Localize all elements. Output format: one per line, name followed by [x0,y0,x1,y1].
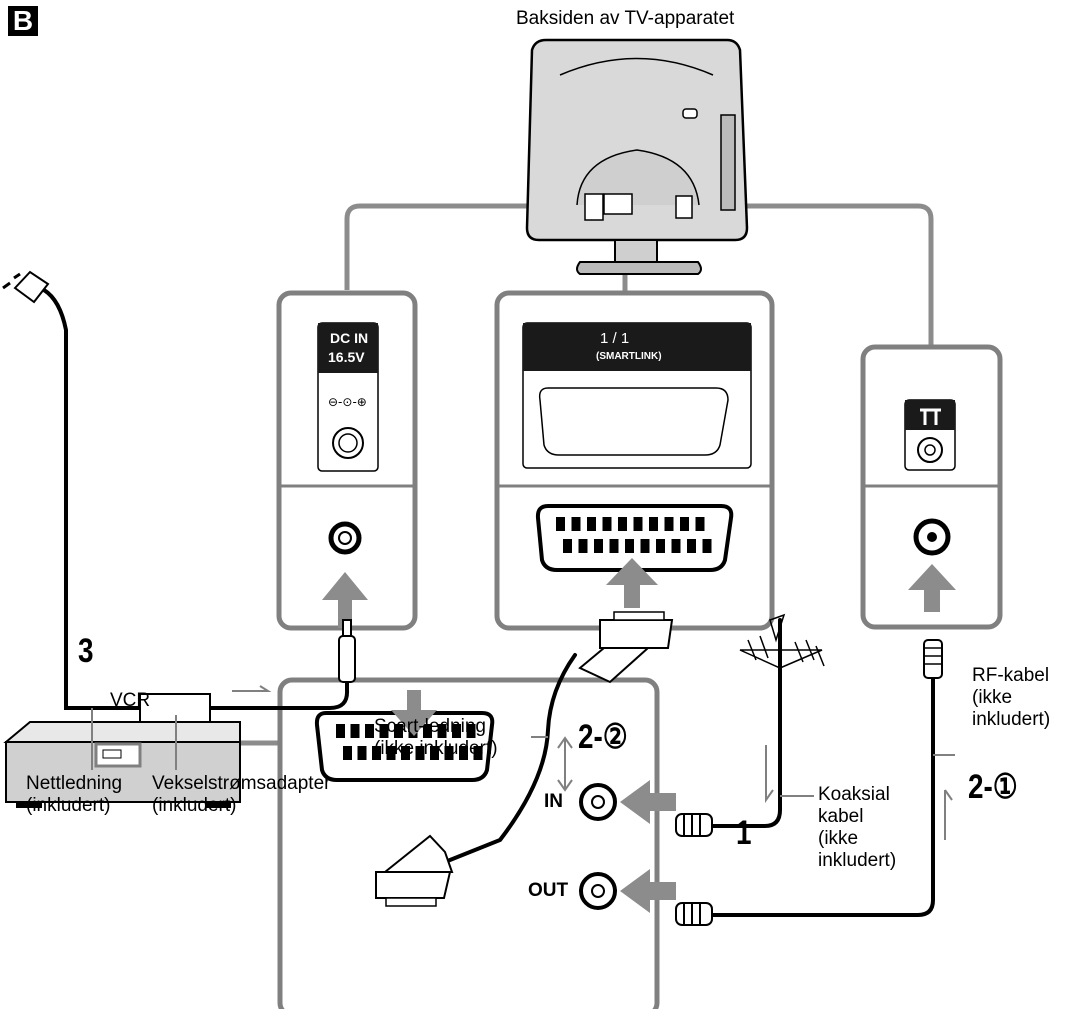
scart-pin [452,724,461,738]
scart-pin [625,539,634,553]
vcr-connector-panel [277,677,660,1009]
scart-pin [423,724,432,738]
tv-back-label: Baksiden av TV-apparatet [516,8,735,29]
scart-pin [444,746,454,760]
scart-pin [571,517,581,531]
connection-arrows [322,558,956,913]
scart-pin [664,517,674,531]
section-badge: B [8,6,38,36]
dc-voltage-label: 16.5V [328,349,365,365]
current-direction-arrow [232,685,272,692]
scart-pins [556,517,712,553]
ac-adapter-label: Vekselstrømsadapter(inkludert) [152,773,331,816]
scart-pin [609,539,619,553]
scart-pin [671,539,681,553]
scart-input-label: 1 / 1 [600,330,630,347]
cables [42,288,935,917]
scart-pin [365,724,374,738]
scart-pin [350,724,360,738]
scart-pin [437,724,447,738]
scart-pin [602,517,612,531]
dc-polarity-label: ⊖-⊙-⊕ [328,395,367,409]
scart-plug-bottom [375,834,454,907]
scart-pin [563,539,572,553]
vcr-label: VCR [110,690,151,711]
coax-plugs [675,813,713,926]
step-3-label: 3 [78,632,94,670]
scart-pin [640,539,650,553]
scart-pin [473,746,483,760]
scart-pin [372,746,381,760]
scart-pin [680,517,689,531]
scart-pin [618,517,627,531]
scart-pin [394,724,403,738]
step-1-label: 1 [736,814,752,852]
scart-cable-label: Scart-ledning(ikke inkludert) [374,716,498,759]
scart-pin [459,746,468,760]
scart-pin [357,746,367,760]
scart-plug-top [578,611,674,684]
scart-pin [633,517,643,531]
rf-panel [860,344,1003,630]
scart-pin [401,746,410,760]
vcr-device [3,721,241,808]
scart-pin [687,539,696,553]
scart-pin [649,517,658,531]
scart-pin [430,746,439,760]
scart-pin [466,724,476,738]
scart-pin [656,539,665,553]
scart-pin [587,517,596,531]
scart-pin [415,746,425,760]
mains-cable-label: Nettledning(inkludert) [26,773,123,816]
scart-pin [386,746,396,760]
scart-pin [343,746,352,760]
scart-pin [702,539,712,553]
scart-pin [556,517,565,531]
step-2-1-label: 2-① [968,768,1018,806]
vcr-in-label: IN [544,791,563,812]
scart-pin [336,724,345,738]
mains-plug [2,270,50,304]
tv-back [525,38,749,275]
scart-pin [578,539,588,553]
scart-pin [379,724,389,738]
dc-in-panel [276,290,418,631]
step-2-2-label: 2-② [578,718,628,756]
scart-pin [695,517,705,531]
vcr-out-label: OUT [528,880,569,901]
dc-plug [338,619,356,683]
rf-plug [923,639,943,679]
antenna-icon [739,613,825,690]
smartlink-label: (SMARTLINK) [596,351,662,362]
dc-in-label: DC IN [330,330,369,346]
callout-lines [91,708,955,840]
scart-pin [594,539,603,553]
